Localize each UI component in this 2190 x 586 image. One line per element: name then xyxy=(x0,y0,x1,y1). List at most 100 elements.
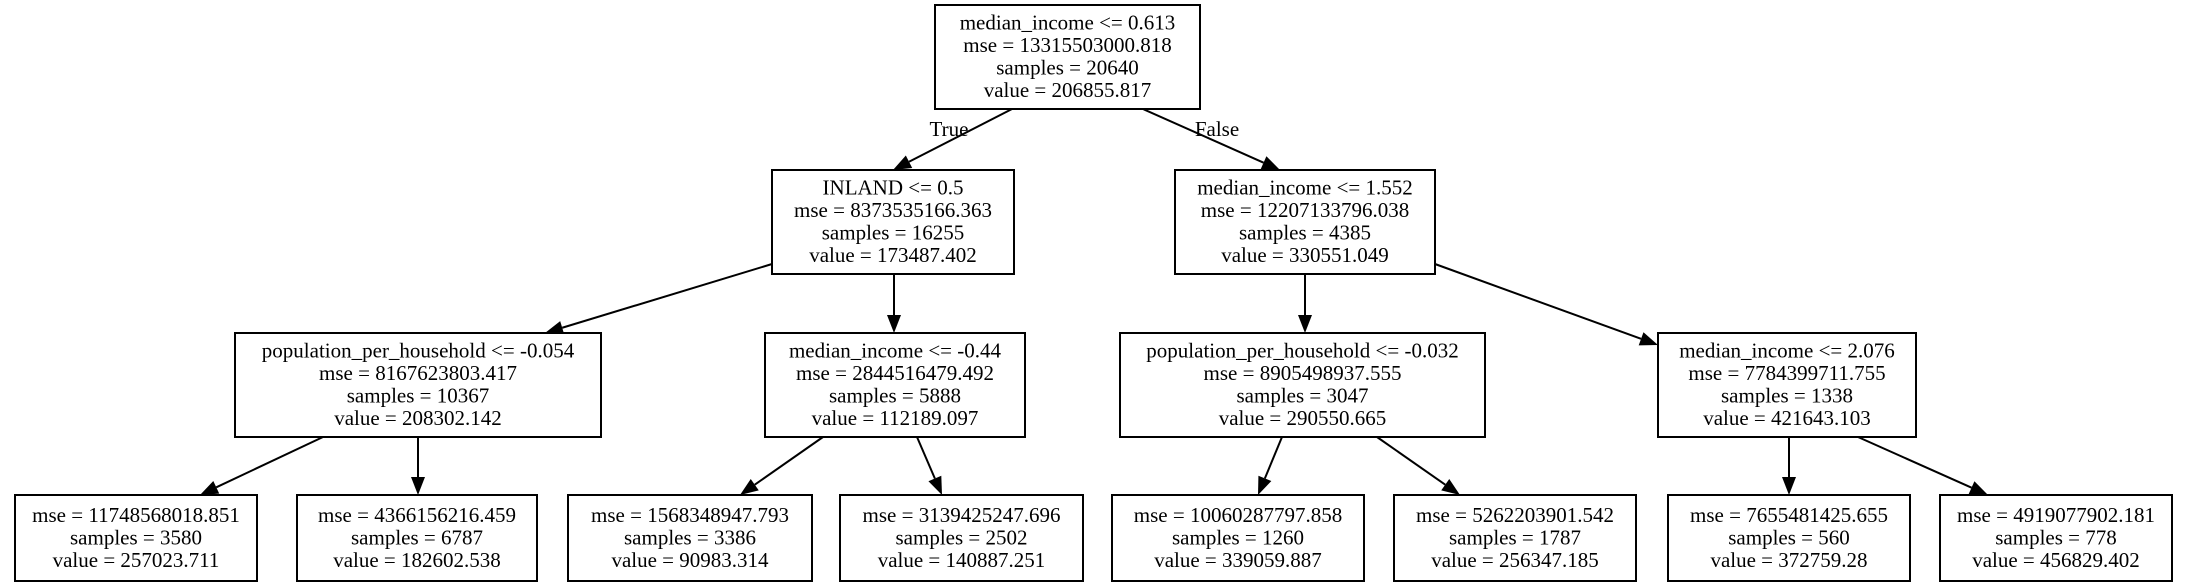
node-box xyxy=(234,332,602,438)
node-line: value = 290550.665 xyxy=(1219,406,1387,430)
node-box xyxy=(839,494,1084,582)
node-box xyxy=(1657,332,1917,438)
node-box xyxy=(1119,332,1486,438)
node-line: mse = 11748568018.851 xyxy=(32,503,240,527)
node-line: mse = 1568348947.793 xyxy=(591,503,789,527)
edge-n1-n3 xyxy=(561,263,773,329)
arrowhead-icon xyxy=(1968,481,1988,495)
arrowhead-icon xyxy=(1260,156,1280,170)
node-line: population_per_household <= -0.054 xyxy=(262,339,575,363)
node-box xyxy=(934,4,1201,110)
node-line: median_income <= 0.613 xyxy=(960,11,1176,35)
node-line: samples = 20640 xyxy=(996,56,1139,80)
node-line: samples = 16255 xyxy=(822,221,965,245)
node-line: samples = 3386 xyxy=(624,525,756,549)
node-line: samples = 1260 xyxy=(1172,525,1304,549)
node-line: mse = 3139425247.696 xyxy=(863,503,1061,527)
node-line: value = 256347.185 xyxy=(1431,548,1599,572)
node-line: population_per_household <= -0.032 xyxy=(1146,339,1458,363)
node-line: mse = 2844516479.492 xyxy=(796,361,994,385)
node-box xyxy=(1667,494,1911,582)
node-line: value = 140887.251 xyxy=(878,548,1046,572)
arrowhead-icon xyxy=(1298,315,1312,333)
node-line: samples = 6787 xyxy=(351,525,483,549)
node-line: value = 182602.538 xyxy=(333,548,501,572)
edge-n5-l6 xyxy=(1376,436,1446,486)
arrowhead-icon xyxy=(893,155,913,170)
node-box xyxy=(1939,494,2173,582)
node-line: value = 372759.28 xyxy=(1710,548,1867,572)
arrowhead-icon xyxy=(1441,478,1460,495)
node-line: samples = 560 xyxy=(1728,525,1850,549)
node-line: samples = 778 xyxy=(1995,525,2117,549)
node-line: samples = 2502 xyxy=(896,525,1028,549)
node-line: samples = 4385 xyxy=(1239,221,1371,245)
node-line: value = 206855.817 xyxy=(984,78,1152,102)
edges-layer xyxy=(200,108,1988,495)
node-line: mse = 13315503000.818 xyxy=(963,33,1171,57)
edge-n4-l4 xyxy=(916,436,936,479)
node-box xyxy=(1111,494,1365,582)
node-box xyxy=(764,332,1026,438)
edge-n5-l5 xyxy=(1263,436,1283,479)
node-box xyxy=(1174,169,1436,275)
node-line: mse = 8167623803.417 xyxy=(319,361,517,385)
node-line: mse = 8373535166.363 xyxy=(794,198,992,222)
edge-root-n2 xyxy=(1142,108,1264,164)
node-line: samples = 5888 xyxy=(829,384,961,408)
node-line: median_income <= 1.552 xyxy=(1197,176,1413,200)
arrowhead-icon xyxy=(1638,332,1658,346)
arrowhead-icon xyxy=(1782,477,1796,495)
node-line: mse = 4919077902.181 xyxy=(1957,503,2155,527)
node-line: samples = 3047 xyxy=(1237,384,1369,408)
node-line: value = 257023.711 xyxy=(53,548,220,572)
arrowhead-icon xyxy=(411,477,425,495)
arrowhead-icon xyxy=(1258,475,1272,495)
arrowhead-icon xyxy=(545,321,565,335)
node-line: mse = 5262203901.542 xyxy=(1416,503,1614,527)
node-box xyxy=(567,494,813,582)
node-box xyxy=(1393,494,1637,582)
edge-n3-l1 xyxy=(215,436,324,489)
node-line: samples = 10367 xyxy=(347,384,490,408)
edge-label-false: False xyxy=(1195,117,1239,141)
node-line: mse = 4366156216.459 xyxy=(318,503,516,527)
node-line: value = 208302.142 xyxy=(334,406,502,430)
edge-label-true: True xyxy=(930,117,969,141)
node-line: mse = 12207133796.038 xyxy=(1201,198,1409,222)
node-line: value = 173487.402 xyxy=(809,243,977,267)
node-line: value = 330551.049 xyxy=(1221,243,1389,267)
node-line: median_income <= -0.44 xyxy=(789,339,1002,363)
node-box xyxy=(14,494,258,582)
arrowhead-icon xyxy=(887,315,901,333)
edge-n4-l3 xyxy=(754,436,824,486)
arrowhead-icon xyxy=(928,475,942,495)
node-line: value = 112189.097 xyxy=(812,406,979,430)
node-box xyxy=(296,494,538,582)
node-line: samples = 1338 xyxy=(1721,384,1853,408)
node-line: mse = 7655481425.655 xyxy=(1690,503,1888,527)
node-line: INLAND <= 0.5 xyxy=(823,176,964,200)
edge-n2-n6 xyxy=(1434,263,1642,340)
node-line: mse = 7784399711.755 xyxy=(1688,361,1885,385)
node-line: value = 339059.887 xyxy=(1154,548,1322,572)
node-line: value = 90983.314 xyxy=(611,548,769,572)
node-line: mse = 10060287797.858 xyxy=(1134,503,1342,527)
edge-root-n1 xyxy=(908,108,1013,163)
arrowhead-icon xyxy=(200,480,220,495)
